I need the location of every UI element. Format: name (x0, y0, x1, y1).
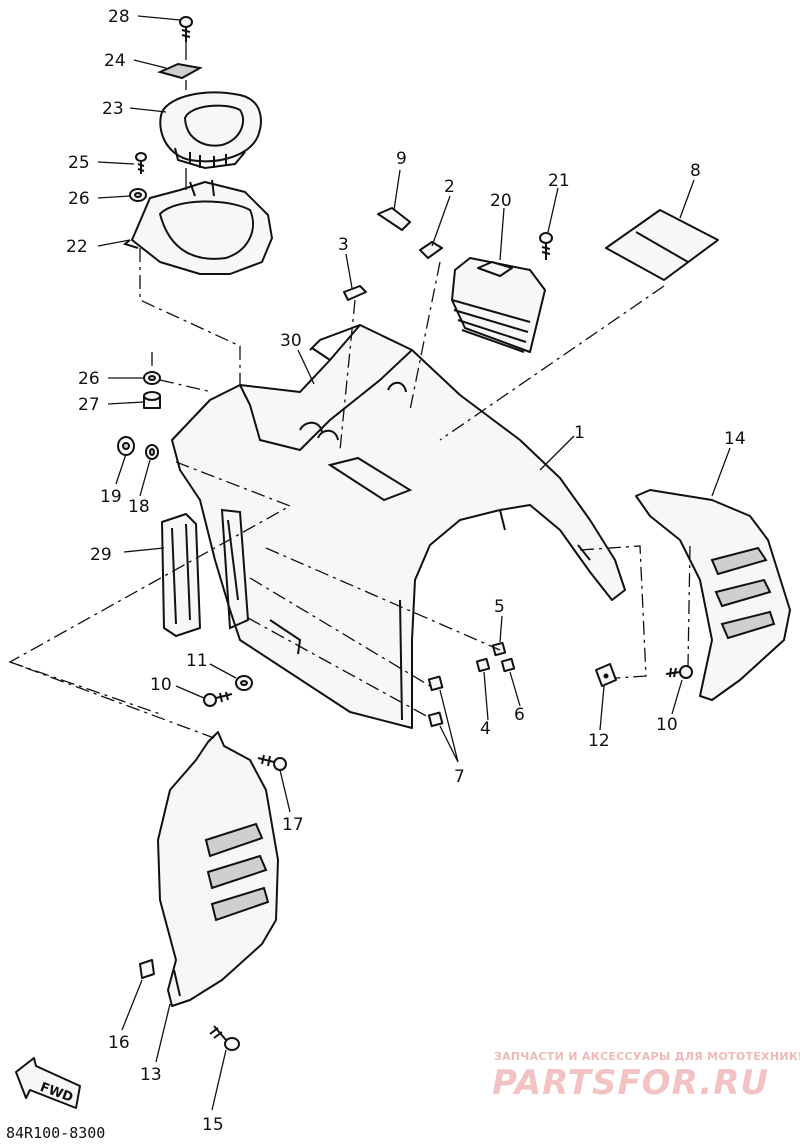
callout-7: 7 (454, 767, 465, 787)
part-9-strip (377, 207, 411, 231)
part-21-screw (539, 232, 553, 260)
part-14-right-side-cover (635, 489, 791, 701)
callout-27: 27 (78, 395, 100, 415)
part-26-nut-lower (143, 371, 161, 385)
callout-23: 23 (102, 99, 124, 119)
callout-21: 21 (548, 171, 570, 191)
watermark-tagline: ЗАПЧАСТИ И АКСЕССУАРЫ ДЛЯ МОТОТЕХНИКИ (494, 1050, 800, 1063)
callout-19: 19 (100, 487, 122, 507)
fwd-arrow-icon: FWD (15, 1057, 81, 1109)
callout-24: 24 (104, 51, 126, 71)
callout-26-lower: 26 (78, 369, 100, 389)
part-6-clip (500, 657, 516, 673)
callout-11: 11 (186, 651, 208, 671)
callout-1: 1 (574, 423, 585, 443)
part-20-toolbox (451, 257, 546, 353)
part-2-strip (419, 241, 443, 259)
part-22-housing (122, 179, 273, 275)
callout-2: 2 (444, 177, 455, 197)
part-7-clip-a (427, 675, 444, 692)
callout-16: 16 (108, 1033, 130, 1053)
part-26-nut-upper (129, 188, 147, 202)
callout-15: 15 (202, 1115, 224, 1135)
part-25-bolt (135, 152, 147, 174)
part-24-plate (157, 62, 203, 80)
part-18-washer (145, 444, 159, 460)
callout-labels: 28 24 23 25 26 22 9 2 20 21 8 3 30 26 27… (66, 7, 746, 1135)
callout-10-right: 10 (656, 715, 678, 735)
callout-13: 13 (140, 1065, 162, 1085)
assembly-lines (8, 248, 691, 739)
callout-3: 3 (338, 235, 349, 255)
part-10-bolt-right (665, 665, 693, 679)
part-11-washer (235, 675, 253, 691)
callout-17: 17 (282, 815, 304, 835)
part-1-front-fender (171, 324, 626, 729)
callout-29: 29 (90, 545, 112, 565)
watermark-logo: PARTSFOR.RU (492, 1063, 769, 1103)
callout-6: 6 (514, 705, 525, 725)
part-12-nut-clip (595, 663, 617, 687)
callout-14: 14 (724, 429, 746, 449)
callout-26-upper: 26 (68, 189, 90, 209)
part-23-lid (159, 91, 262, 170)
part-7-clip-b (427, 711, 444, 728)
callout-8: 8 (690, 161, 701, 181)
leader-lines (97, 15, 731, 1111)
part-27-spacer (143, 391, 161, 409)
callout-28: 28 (108, 7, 130, 27)
callout-10-left: 10 (150, 675, 172, 695)
part-19-grommet (117, 436, 135, 456)
watermark: ЗАПЧАСТИ И АКСЕССУАРЫ ДЛЯ МОТОТЕХНИКИ PA… (492, 1050, 800, 1103)
callout-5: 5 (494, 597, 505, 617)
part-4-clip (475, 657, 491, 673)
part-29-bracket (161, 513, 201, 637)
diagram-code: 84R100-8300 (6, 1124, 105, 1142)
callout-30: 30 (280, 331, 302, 351)
callout-22: 22 (66, 237, 88, 257)
part-10-bolt-left (203, 691, 233, 707)
callout-9: 9 (396, 149, 407, 169)
part-3-strip (343, 285, 367, 301)
callout-25: 25 (68, 153, 90, 173)
part-8-label (605, 209, 719, 281)
callout-4: 4 (480, 719, 491, 739)
callout-12: 12 (588, 731, 610, 751)
part-13-left-side-cover (157, 731, 279, 1007)
callout-20: 20 (490, 191, 512, 211)
part-16-nut (139, 959, 155, 979)
part-15-bolt (209, 1025, 240, 1051)
callout-18: 18 (128, 497, 150, 517)
part-17-bolt (257, 754, 287, 771)
